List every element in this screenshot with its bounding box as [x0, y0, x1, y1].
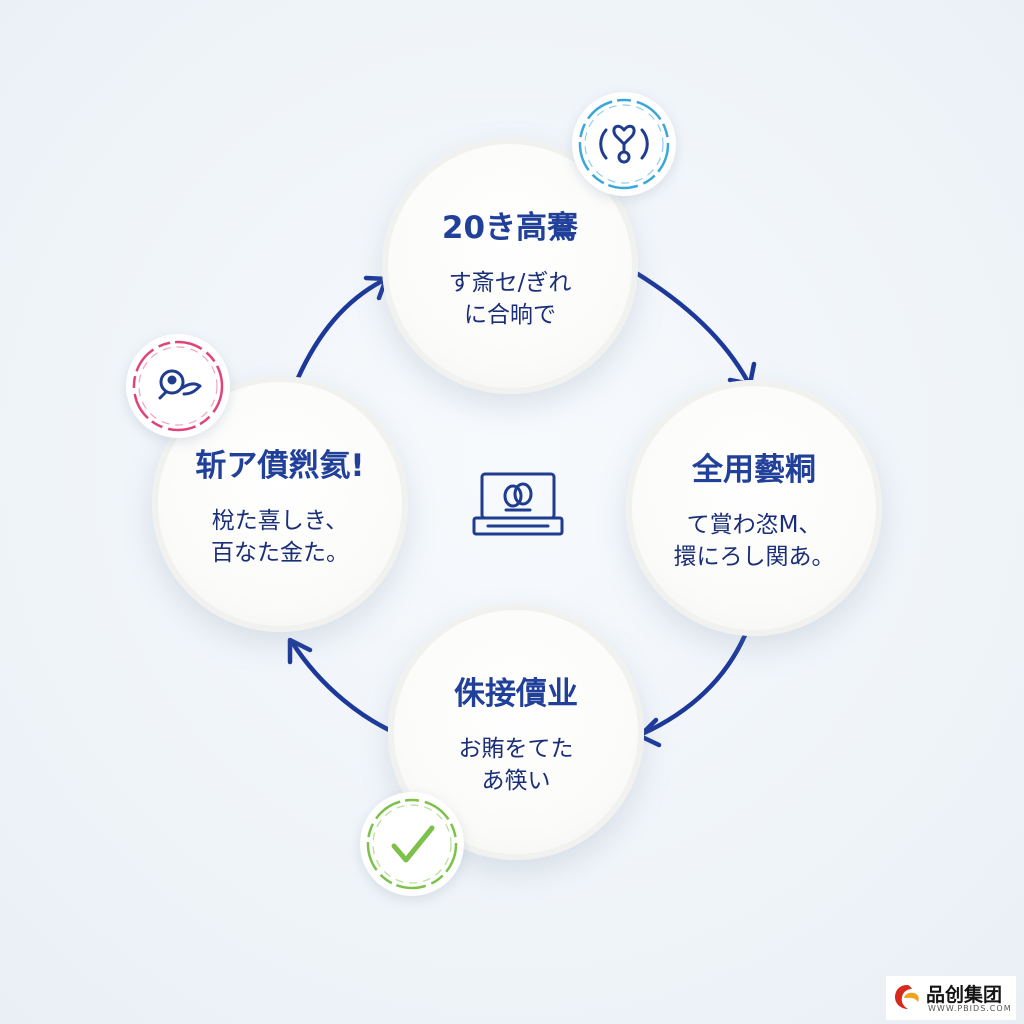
node-desc-line: あ筷い	[481, 767, 551, 794]
brand-mark-icon	[895, 985, 919, 1009]
heart-bulb-icon	[578, 98, 670, 190]
node-title: 斩ア僨煭氦!	[195, 447, 365, 484]
node-description: す斎セ/ぎれ に合晌で	[449, 267, 572, 331]
node-description: 梲た喜し​き、 百なた金た。	[211, 505, 349, 569]
node-desc-line: て賞わ恣M、	[686, 511, 822, 538]
node-desc-line: す斎セ/ぎれ	[448, 269, 572, 296]
chat-bubble-icon	[132, 340, 224, 432]
cycle-node-right: 全用藝粡 て賞わ恣M、 擐にろし関あ。	[626, 380, 882, 636]
arrow-left-to-top	[295, 277, 387, 381]
node-title: 全用藝粡	[692, 451, 816, 488]
brand-domain: WWW.PBIDS.COM	[928, 1004, 1012, 1013]
node-description: て賞わ恣M、 擐にろし関あ。	[674, 509, 835, 573]
node-description: お賄をてた あ筷い	[459, 733, 574, 797]
node-desc-line: に合晌で	[464, 301, 556, 328]
badge-top	[572, 92, 676, 196]
arrow-right-to-bottom	[639, 625, 751, 737]
badge-bottom	[360, 792, 464, 896]
node-desc-line: 梲た喜し​き、	[211, 507, 349, 534]
node-title: 侏接儥业	[454, 675, 578, 712]
node-desc-line: 擐にろし関あ。	[673, 543, 835, 570]
laptop-icon	[472, 472, 564, 536]
brand-name: 品创集团	[926, 984, 1003, 1006]
node-title: 20き高鶱	[441, 209, 579, 246]
brand-logo: 品创集团 WWW.PBIDS.COM	[886, 976, 1016, 1020]
arrow-top-to-right	[625, 265, 751, 385]
checkmark-icon	[366, 798, 458, 890]
badge-left	[126, 334, 230, 438]
node-desc-line: お賄をてた	[458, 735, 574, 762]
node-desc-line: 百なた金た。	[211, 539, 349, 566]
arrow-bottom-to-left-head	[287, 637, 313, 665]
